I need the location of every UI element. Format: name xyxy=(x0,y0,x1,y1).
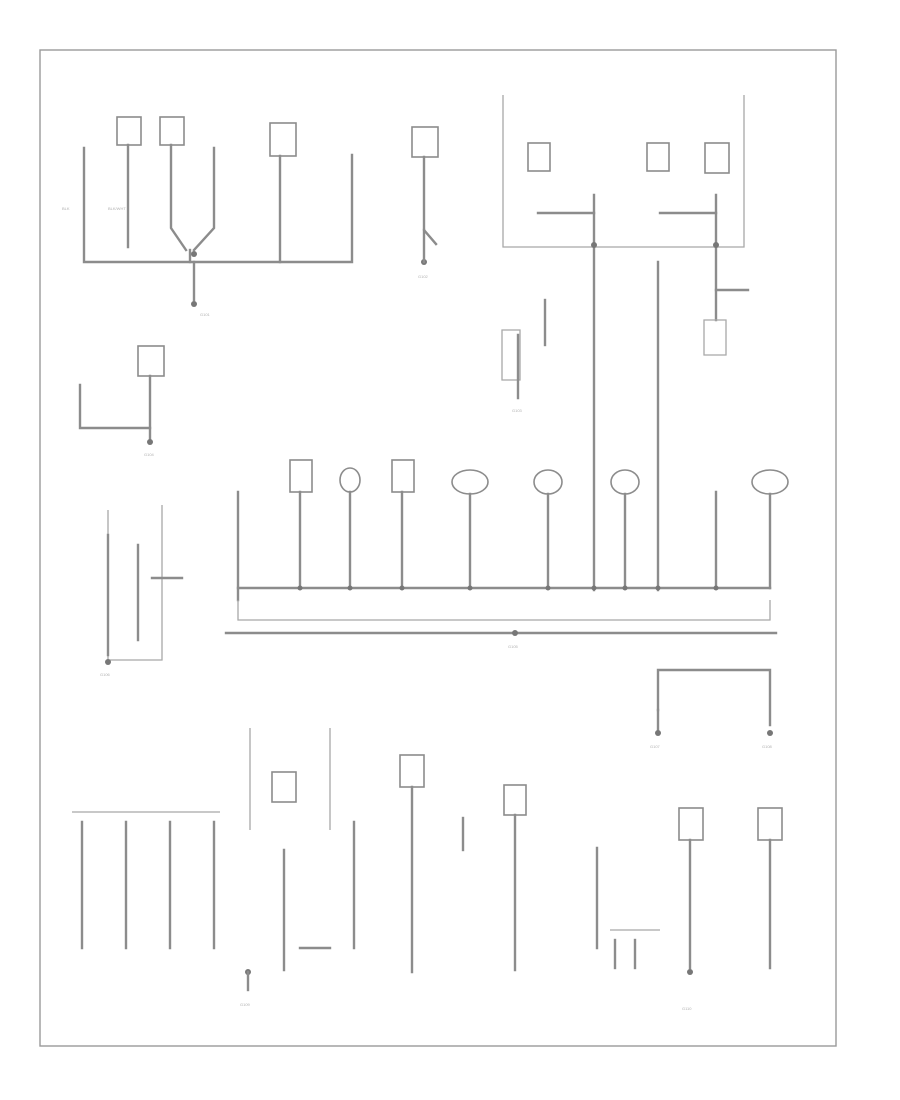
ground-label-g102: G102 xyxy=(418,274,429,279)
component-top-left-3 xyxy=(269,122,297,157)
ground-label-g110: G110 xyxy=(682,1006,692,1011)
group-top-right xyxy=(502,95,750,592)
splice-top-left xyxy=(191,251,197,257)
component-bus-6 xyxy=(610,469,640,495)
wire-label-2: BLK/WHT xyxy=(108,206,126,211)
group-right-junction: G107 G108 xyxy=(650,668,773,749)
component-bus-4 xyxy=(451,469,489,495)
group-bottom-center xyxy=(399,754,527,974)
component-top-left-1 xyxy=(116,116,142,146)
ground-label-g108: G108 xyxy=(762,744,773,749)
component-bus-5 xyxy=(533,469,563,495)
group-bottom-left: G109 xyxy=(72,728,356,1007)
ground-g108 xyxy=(767,730,773,736)
ground-g104 xyxy=(147,439,153,445)
group-left-bracket: G106 xyxy=(100,505,184,677)
component-top-right-1 xyxy=(527,142,551,172)
ground-g106 xyxy=(105,659,111,665)
component-top-left-2 xyxy=(159,116,185,146)
component-top-right-2 xyxy=(646,142,670,172)
ground-label-g105: G105 xyxy=(508,644,519,649)
component-left-mid xyxy=(137,345,165,377)
splice-top-right-1 xyxy=(591,242,597,248)
ground-label-g104: G104 xyxy=(144,452,155,457)
component-bottom-right-2 xyxy=(757,807,783,841)
group-top-center: G102 xyxy=(411,126,439,279)
ground-label-g103: G103 xyxy=(512,408,523,413)
ground-label-g101: G101 xyxy=(200,312,211,317)
ground-label-g106: G106 xyxy=(100,672,111,677)
splice-top-right-2 xyxy=(713,242,719,248)
component-bus-7 xyxy=(751,469,789,495)
component-bus-2 xyxy=(339,467,361,493)
component-bus-3 xyxy=(391,459,415,493)
component-bus-1 xyxy=(289,459,313,493)
component-top-right-3 xyxy=(704,142,730,174)
ground-label-g107: G107 xyxy=(650,744,661,749)
group-bottom-right: G110 xyxy=(595,807,783,1011)
group-top-left: G101 BLK BLK/WHT xyxy=(62,116,354,317)
ground-g107 xyxy=(655,730,661,736)
diagram-frame xyxy=(39,49,837,1047)
component-bottom-right-1 xyxy=(678,807,704,841)
component-top-center xyxy=(411,126,439,158)
group-left-mid: G104 xyxy=(78,345,165,457)
component-bottom-center-1 xyxy=(399,754,425,788)
group-center-bus: G105 xyxy=(224,459,789,649)
ground-label-g109: G109 xyxy=(240,1002,251,1007)
component-bottom-left-1 xyxy=(271,771,297,803)
component-bottom-center-2 xyxy=(503,784,527,816)
ground-g110 xyxy=(687,969,693,975)
wire-label-1: BLK xyxy=(62,206,70,211)
group-mid-center: G103 xyxy=(501,298,547,413)
ground-g105 xyxy=(512,630,518,636)
ground-g101 xyxy=(191,301,197,307)
